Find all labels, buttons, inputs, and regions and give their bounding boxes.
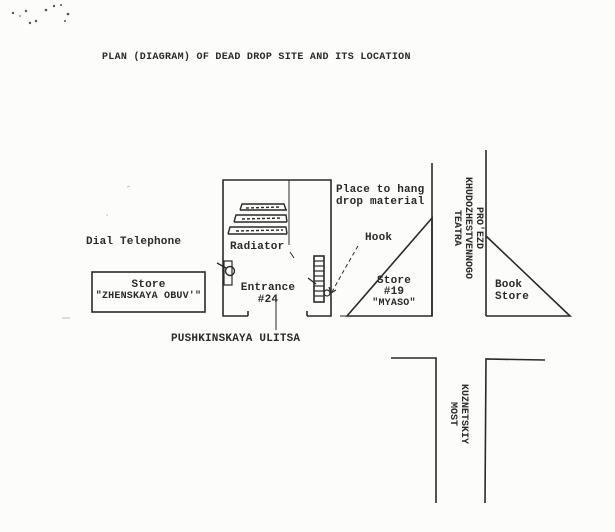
proezd-street-label: PRO'EZD KHUDOZHESTVENNOGO TEATRA	[451, 168, 484, 288]
store19-line2: #19	[383, 286, 405, 298]
kuznetskiy-right-curb	[484, 358, 546, 504]
store19-line1: Store	[376, 275, 411, 287]
building-outline	[222, 179, 332, 317]
kuznetskiy-left-curb	[391, 357, 437, 503]
dial-telephone-label: Dial Telephone	[86, 236, 182, 248]
hook-pointer	[331, 245, 359, 293]
kuznetskiy-most-label: KUZNETSKIY MOST	[447, 378, 469, 450]
hook-rack-drawing	[307, 255, 331, 303]
page-title: PLAN (DIAGRAM) OF DEAD DROP SITE AND ITS…	[102, 52, 411, 63]
store-19-triangle	[345, 215, 433, 317]
proezd-line2: KHUDOZHESTVENNOGO	[462, 176, 473, 280]
book-store-line2: Store	[495, 291, 530, 303]
book-store-triangle	[485, 235, 572, 317]
radiator-label: Radiator	[230, 241, 285, 253]
entrance-line1: Entrance	[240, 282, 296, 294]
radiator-drawing	[227, 203, 288, 235]
hook-label: Hook	[365, 232, 393, 244]
store-left-line1: Store	[131, 279, 166, 291]
place-line2: drop material	[336, 196, 425, 208]
book-store-line1: Book	[495, 279, 523, 291]
book-store-label: Book Store	[495, 279, 529, 303]
store-zhenskaya-obuv-label: Store "ZHENSKAYA OBUV'"	[92, 279, 205, 303]
entrance-label: Entrance #24	[236, 282, 300, 306]
proezd-line3: TEATRA	[451, 209, 462, 246]
place-to-hang-label: Place to hang drop material	[336, 184, 424, 208]
kuznetskiy-line1: KUZNETSKIY	[458, 383, 469, 444]
kuznetskiy-line2: MOST	[447, 401, 458, 426]
store-left-line2: "ZHENSKAYA OBUV'"	[95, 291, 202, 302]
entrance-line2: #24	[257, 294, 279, 306]
proezd-line1: PRO'EZD	[473, 206, 484, 249]
place-line1: Place to hang	[336, 184, 425, 196]
store-19-label: Store #19 "MYASO"	[366, 275, 422, 310]
store19-line3: "MYASO"	[372, 298, 416, 309]
pushkinskaya-street-label: PUSHKINSKAYA ULITSA	[171, 333, 301, 345]
telephone-drawing	[216, 260, 236, 286]
store-zhenskaya-obuv-box	[91, 271, 206, 313]
